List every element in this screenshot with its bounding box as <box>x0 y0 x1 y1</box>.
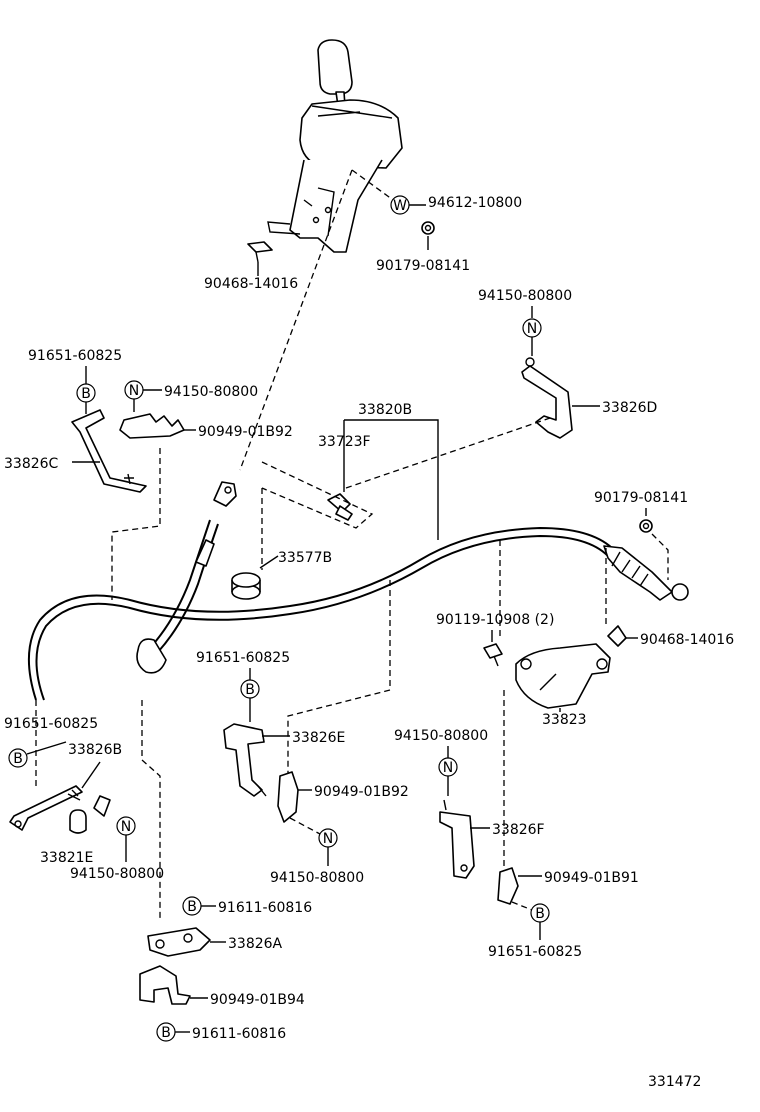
clip-90949-01b91 <box>497 867 519 905</box>
clip-part-icon <box>247 241 273 263</box>
label-90179-08141-top: 90179-08141 <box>376 258 470 274</box>
b-callout-icon <box>8 748 28 768</box>
label-33577B: 33577B <box>278 550 332 566</box>
callout-letter: N <box>323 831 333 847</box>
label-91651-60825-b: 91651-60825 <box>4 716 98 732</box>
label-33821E: 33821E <box>40 850 93 866</box>
bracket-33823 <box>515 643 611 709</box>
label-94150-80800-d: 94150-80800 <box>478 288 572 304</box>
nut-icon <box>421 221 435 235</box>
label-91651-60825-f: 91651-60825 <box>488 944 582 960</box>
label-33823: 33823 <box>542 712 587 728</box>
clip-90468-14016-right <box>607 625 627 647</box>
label-33826F: 33826F <box>492 822 545 838</box>
callout-letter: N <box>121 819 131 835</box>
callout-letter: N <box>129 383 139 399</box>
clip-33821e <box>69 795 111 834</box>
label-90179-08141-right: 90179-08141 <box>594 490 688 506</box>
label-33826C: 33826C <box>4 456 59 472</box>
nut-icon <box>639 519 653 533</box>
label-90949-01B94: 90949-01B94 <box>210 992 305 1008</box>
label-90468-14016-right: 90468-14016 <box>640 632 734 648</box>
label-94150-80800-e: 94150-80800 <box>270 870 364 886</box>
shift-lever-assembly <box>267 39 403 253</box>
bolt-icon <box>483 643 503 667</box>
label-33826B: 33826B <box>68 742 122 758</box>
bracket-33826f <box>439 799 475 879</box>
pin-33723f <box>327 493 353 521</box>
label-94150-80800-b: 94150-80800 <box>70 866 164 882</box>
callout-letter: N <box>443 760 453 776</box>
label-94150-80800-c: 94150-80800 <box>164 384 258 400</box>
label-33820B: 33820B <box>358 402 412 418</box>
bracket-33826a <box>147 927 211 957</box>
bracket-33826d <box>521 357 573 439</box>
label-90119-10908: 90119-10908 (2) <box>436 612 554 628</box>
label-90949-01B92-mid: 90949-01B92 <box>314 784 409 800</box>
callout-letter: B <box>13 751 23 767</box>
bracket-33826b <box>9 785 83 831</box>
clip-90949-01b94 <box>139 965 191 1005</box>
callout-letter: B <box>161 1025 171 1041</box>
callout-letter: N <box>527 321 537 337</box>
label-33826A: 33826A <box>228 936 283 952</box>
label-91611-60816-bottom: 91611-60816 <box>192 1026 286 1042</box>
bracket-33826e <box>223 723 267 797</box>
label-33826E: 33826E <box>292 730 345 746</box>
shift-control-cable <box>27 481 689 701</box>
figure-number: 331472 <box>648 1074 701 1090</box>
label-33826D: 33826D <box>602 400 657 416</box>
clip-90949-01b92-top <box>119 413 185 439</box>
callout-letter: B <box>81 386 91 402</box>
label-91651-60825-e: 91651-60825 <box>196 650 290 666</box>
label-91651-60825-c: 91651-60825 <box>28 348 122 364</box>
clip-90949-01b92-mid <box>277 771 299 823</box>
label-90949-01B92-top: 90949-01B92 <box>198 424 293 440</box>
label-94150-80800-f: 94150-80800 <box>394 728 488 744</box>
callout-letter: B <box>187 899 197 915</box>
bracket-33826c <box>71 409 147 493</box>
label-90949-01B91: 90949-01B91 <box>544 870 639 886</box>
label-94612-10800: 94612-10800 <box>428 195 522 211</box>
callout-letter: B <box>245 682 255 698</box>
label-90468-14016-top: 90468-14016 <box>204 276 298 292</box>
label-91611-60816-top: 91611-60816 <box>218 900 312 916</box>
label-33723F: 33723F <box>318 434 371 450</box>
callout-letter: B <box>535 906 545 922</box>
callout-letter: W <box>393 198 407 214</box>
grommet-33577b <box>231 572 261 600</box>
